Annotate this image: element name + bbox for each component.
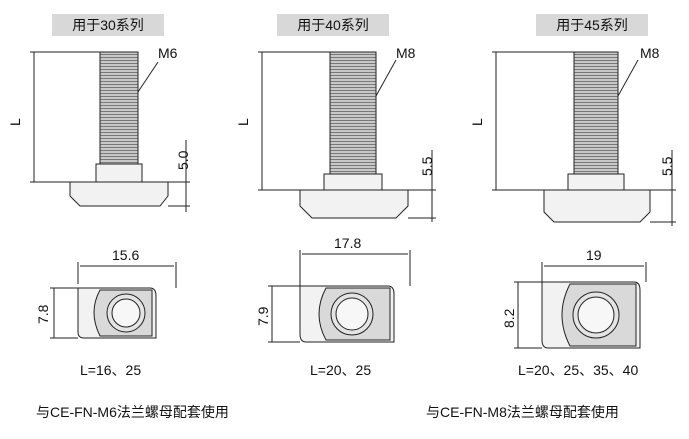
- note-m8-nut: 与CE-FN-M8法兰螺母配套使用: [426, 404, 619, 420]
- length-options-45: L=20、25、35、40: [518, 362, 639, 378]
- length-label-30: L: [7, 118, 23, 126]
- width-label-40: 17.8: [334, 235, 361, 251]
- height-label-40: 5.5: [419, 156, 435, 176]
- bolt-30-side-view: [30, 51, 190, 212]
- nut-45-top-view: [514, 262, 647, 349]
- height-label-45: 5.5: [659, 156, 675, 176]
- series-45-tag: 用于45系列: [536, 14, 648, 36]
- length-options-40: L=20、25: [310, 362, 372, 378]
- depth-label-40: 7.9: [255, 306, 271, 326]
- nut-40-top-view: [268, 250, 411, 343]
- depth-label-30: 7.8: [35, 304, 51, 324]
- series-40-tag: 用于40系列: [277, 14, 389, 36]
- length-label-40: L: [235, 118, 251, 126]
- length-options-30: L=16、25: [80, 362, 142, 378]
- depth-label-45: 8.2: [501, 308, 517, 328]
- width-label-45: 19: [586, 247, 602, 263]
- height-label-30: 5.0: [175, 150, 191, 170]
- bolt-45-side-view: [492, 51, 676, 226]
- width-label-30: 15.6: [112, 247, 139, 263]
- length-label-45: L: [469, 118, 485, 126]
- note-m6-nut: 与CE-FN-M6法兰螺母配套使用: [36, 404, 229, 420]
- thread-label-45: M8: [640, 45, 660, 61]
- thread-label-40: M8: [396, 45, 416, 61]
- nut-30-top-view: [50, 262, 177, 339]
- thread-label-30: M6: [158, 45, 178, 61]
- bolt-40-side-view: [258, 51, 436, 222]
- series-30-tag: 用于30系列: [52, 14, 164, 36]
